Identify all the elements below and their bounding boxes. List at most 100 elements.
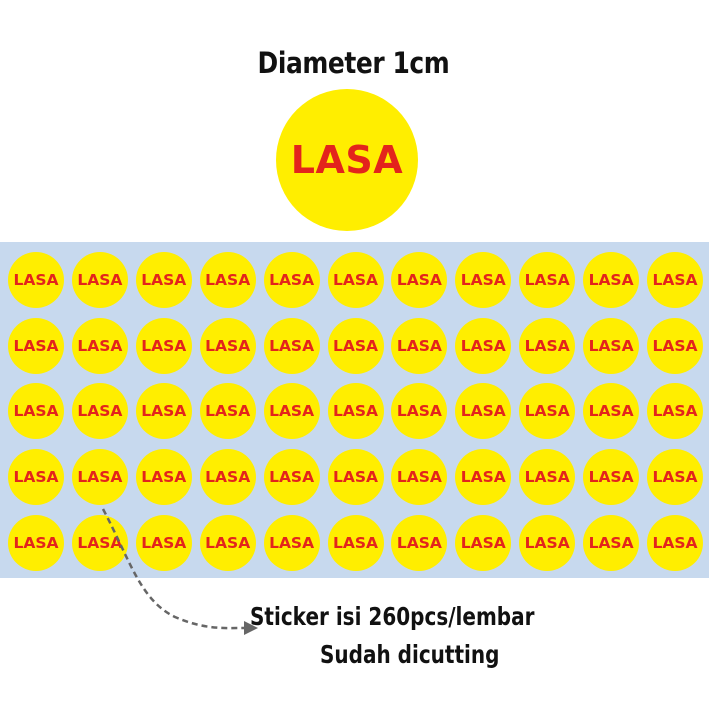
- sticker: LASA: [8, 317, 64, 374]
- sticker: LASA: [135, 449, 192, 506]
- sticker-label: LASA: [524, 336, 570, 355]
- sticker: LASA: [8, 514, 64, 571]
- sticker-label: LASA: [141, 468, 187, 487]
- sticker-label: LASA: [396, 468, 442, 487]
- sticker-quantity-note: Sticker isi 260pcs/lembar: [250, 602, 535, 631]
- sticker: LASA: [71, 449, 128, 506]
- sample-sticker-label: LASA: [290, 138, 404, 182]
- sticker: LASA: [391, 252, 448, 308]
- sticker-label: LASA: [332, 402, 379, 421]
- sticker: LASA: [647, 449, 703, 506]
- sticker: LASA: [391, 514, 448, 571]
- sticker-label: LASA: [652, 402, 698, 421]
- sticker: LASA: [8, 252, 64, 308]
- sticker-label: LASA: [524, 271, 570, 289]
- sticker: LASA: [263, 449, 320, 506]
- sticker-label: LASA: [269, 533, 315, 552]
- sticker-label: LASA: [460, 468, 506, 487]
- sticker-label: LASA: [332, 468, 379, 487]
- sticker: LASA: [647, 252, 703, 308]
- sticker: LASA: [71, 252, 128, 308]
- sticker: LASA: [519, 449, 576, 506]
- sticker-label: LASA: [332, 336, 379, 355]
- sticker: LASA: [327, 252, 384, 308]
- sticker: LASA: [455, 449, 512, 506]
- sticker: LASA: [199, 252, 256, 308]
- sticker: LASA: [647, 383, 703, 440]
- sticker-label: LASA: [652, 336, 698, 355]
- sticker: LASA: [135, 252, 192, 308]
- sticker-label: LASA: [13, 271, 59, 289]
- sticker-label: LASA: [77, 533, 123, 552]
- sticker-label: LASA: [141, 402, 187, 421]
- sticker: LASA: [263, 514, 320, 571]
- sticker-label: LASA: [205, 271, 251, 289]
- sticker-label: LASA: [652, 533, 698, 552]
- sticker-label: LASA: [13, 468, 59, 487]
- sticker-sheet: LASA LASA LASA LASA LASA LASA LASA LASA LASA LASA…: [0, 242, 709, 578]
- sticker: LASA: [199, 449, 256, 506]
- cutting-note: Sudah dicutting: [320, 640, 500, 669]
- sticker: LASA: [519, 383, 576, 440]
- sticker: LASA: [327, 514, 384, 571]
- sticker-label: LASA: [460, 336, 506, 355]
- sticker: LASA: [455, 317, 512, 374]
- sticker: LASA: [519, 514, 576, 571]
- sticker-label: LASA: [588, 402, 634, 421]
- sticker-label: LASA: [652, 468, 698, 487]
- sticker: LASA: [199, 383, 256, 440]
- sticker-label: LASA: [588, 336, 634, 355]
- sticker-label: LASA: [77, 271, 123, 289]
- sticker-label: LASA: [269, 336, 315, 355]
- sticker: LASA: [135, 514, 192, 571]
- sticker-label: LASA: [588, 533, 634, 552]
- sticker-label: LASA: [524, 402, 570, 421]
- sticker: LASA: [8, 383, 64, 440]
- sample-sticker: LASA: [276, 89, 418, 231]
- sticker-label: LASA: [396, 402, 442, 421]
- sticker-label: LASA: [460, 271, 506, 289]
- sticker-label: LASA: [588, 271, 634, 289]
- sticker-label: LASA: [13, 533, 59, 552]
- sticker-label: LASA: [332, 271, 379, 289]
- sticker: LASA: [327, 317, 384, 374]
- sticker: LASA: [135, 317, 192, 374]
- sticker: LASA: [199, 514, 256, 571]
- sticker-label: LASA: [524, 533, 570, 552]
- sticker-label: LASA: [396, 533, 442, 552]
- sticker: LASA: [71, 514, 128, 571]
- sticker-label: LASA: [13, 336, 59, 355]
- sticker: LASA: [391, 317, 448, 374]
- sticker-label: LASA: [141, 533, 187, 552]
- sticker-label: LASA: [77, 468, 123, 487]
- sticker: LASA: [583, 514, 640, 571]
- sticker: LASA: [199, 317, 256, 374]
- sticker-label: LASA: [205, 533, 251, 552]
- sticker: LASA: [391, 449, 448, 506]
- sticker: LASA: [263, 317, 320, 374]
- sticker: LASA: [455, 383, 512, 440]
- sticker-label: LASA: [141, 271, 187, 289]
- sticker: LASA: [263, 252, 320, 308]
- sticker: LASA: [519, 317, 576, 374]
- sticker: LASA: [391, 383, 448, 440]
- sticker: LASA: [647, 317, 703, 374]
- sticker: LASA: [71, 383, 128, 440]
- sticker: LASA: [583, 449, 640, 506]
- sticker-label: LASA: [588, 468, 634, 487]
- sticker-label: LASA: [269, 271, 315, 289]
- sticker: LASA: [583, 317, 640, 374]
- sticker: LASA: [455, 514, 512, 571]
- sticker-label: LASA: [141, 336, 187, 355]
- sticker-label: LASA: [13, 402, 59, 421]
- sticker: LASA: [519, 252, 576, 308]
- sticker-label: LASA: [460, 402, 506, 421]
- sticker: LASA: [647, 514, 703, 571]
- sticker-label: LASA: [77, 336, 123, 355]
- sticker-label: LASA: [396, 271, 442, 289]
- sticker-label: LASA: [205, 336, 251, 355]
- sticker: LASA: [327, 449, 384, 506]
- sticker: LASA: [263, 383, 320, 440]
- diameter-title: Diameter 1cm: [257, 46, 450, 80]
- sticker: LASA: [71, 317, 128, 374]
